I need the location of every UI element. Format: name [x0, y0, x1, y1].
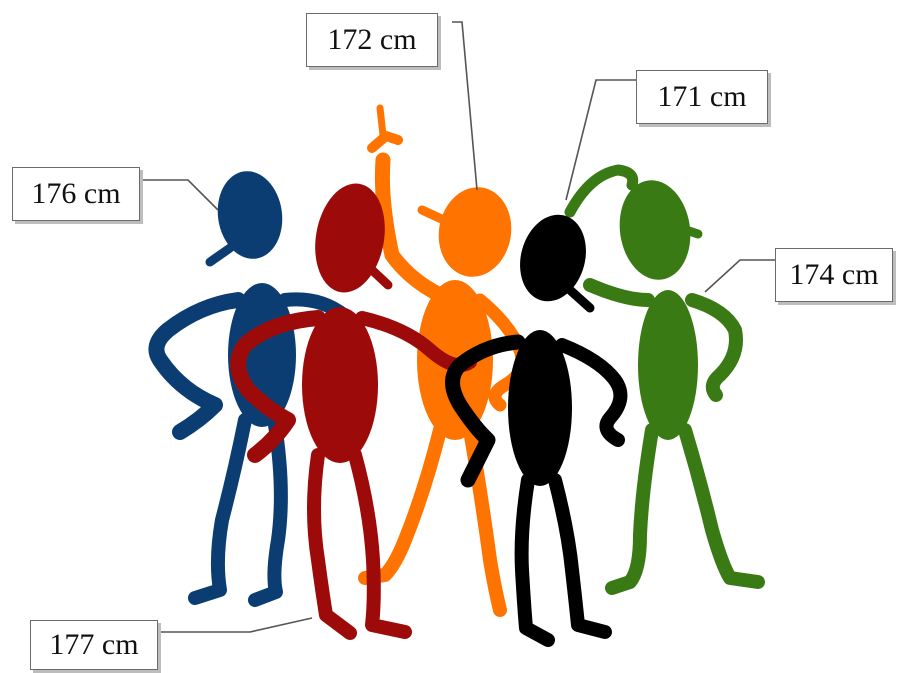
leader-line-172 [452, 21, 478, 191]
leader-line-177 [158, 617, 313, 633]
figure-orange [358, 104, 529, 617]
leader-line-174 [704, 259, 775, 293]
figure-black [445, 214, 628, 647]
height-label-green: 174 cm [775, 248, 893, 302]
height-label-orange: 172 cm [306, 13, 438, 67]
figure-green [564, 164, 765, 595]
leader-line-171 [565, 79, 636, 201]
leader-lines [138, 21, 775, 633]
height-label-red: 177 cm [30, 620, 158, 670]
height-label-blue: 176 cm [12, 167, 140, 221]
height-label-black: 171 cm [636, 70, 768, 124]
leader-line-176 [138, 179, 219, 211]
